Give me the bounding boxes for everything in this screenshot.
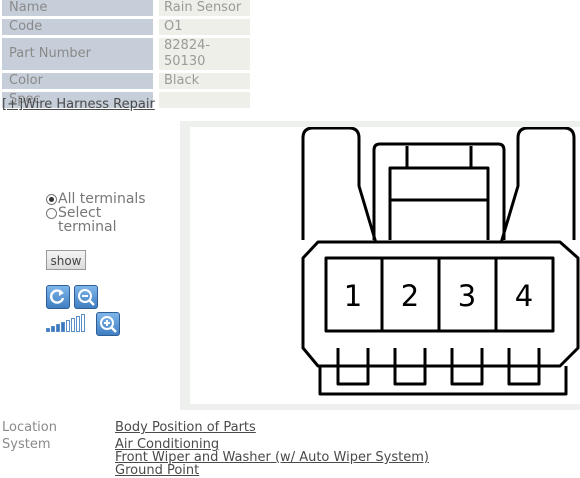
zoom-step[interactable] [61,322,65,332]
system-link-ground-point[interactable]: Ground Point [115,463,200,478]
system-label: System [2,437,51,452]
all-terminals-radio[interactable] [46,194,57,205]
zoom-step[interactable] [81,314,85,332]
wire-harness-repair-link[interactable]: [+]Wire Harness Repair [2,97,155,112]
zoom-step[interactable] [66,320,70,332]
pin-label[interactable]: 4 [515,279,533,313]
zoom-out-button[interactable] [74,285,98,309]
show-button[interactable]: show [46,250,86,270]
system-link-air-conditioning[interactable]: Air Conditioning [115,437,220,452]
info-key: Part Number [2,38,159,70]
all-terminals-label: All terminals [58,191,146,207]
info-value: Rain Sensor [159,0,250,16]
info-value: O1 [159,19,250,35]
zoom-step[interactable] [46,328,50,332]
zoom-in-icon [100,316,117,333]
info-key: Color [2,73,159,89]
info-row-code: Code O1 [2,19,250,35]
zoom-level-indicator [46,314,85,332]
select-terminal-option[interactable]: Select terminal [46,206,146,234]
connector-diagram[interactable]: 1 2 3 4 [190,126,580,404]
info-value: 82824-50130 [159,38,250,70]
pin-label[interactable]: 2 [401,279,419,313]
terminal-filter: All terminals Select terminal [46,192,146,234]
zoom-out-icon [78,289,95,306]
pin-label[interactable]: 1 [344,279,362,313]
zoom-in-button[interactable] [96,312,120,336]
all-terminals-option[interactable]: All terminals [46,192,146,206]
refresh-button[interactable] [46,285,70,309]
info-key: Name [2,0,159,16]
location-link[interactable]: Body Position of Parts [115,420,256,435]
info-row-color: Color Black [2,73,250,89]
info-row-name: Name Rain Sensor [2,0,250,16]
location-label: Location [2,420,57,435]
zoom-step[interactable] [51,326,55,332]
zoom-step[interactable] [71,318,75,332]
part-info-table: Name Rain Sensor Code O1 Part Number 828… [2,0,250,111]
info-key: Code [2,19,159,35]
zoom-step[interactable] [56,324,60,332]
refresh-icon [50,289,65,304]
info-row-spec: Spec [2,92,250,108]
info-row-part-number: Part Number 82824-50130 [2,38,250,70]
zoom-step[interactable] [76,316,80,332]
info-value [159,92,250,108]
select-terminal-radio[interactable] [46,208,57,219]
info-value: Black [159,73,250,89]
system-link-front-wiper[interactable]: Front Wiper and Washer (w/ Auto Wiper Sy… [115,450,429,465]
connector-drawing: 1 2 3 4 [301,126,580,396]
info-key: Spec [2,92,159,108]
pin-label[interactable]: 3 [458,279,476,313]
select-terminal-label: Select terminal [58,205,117,235]
